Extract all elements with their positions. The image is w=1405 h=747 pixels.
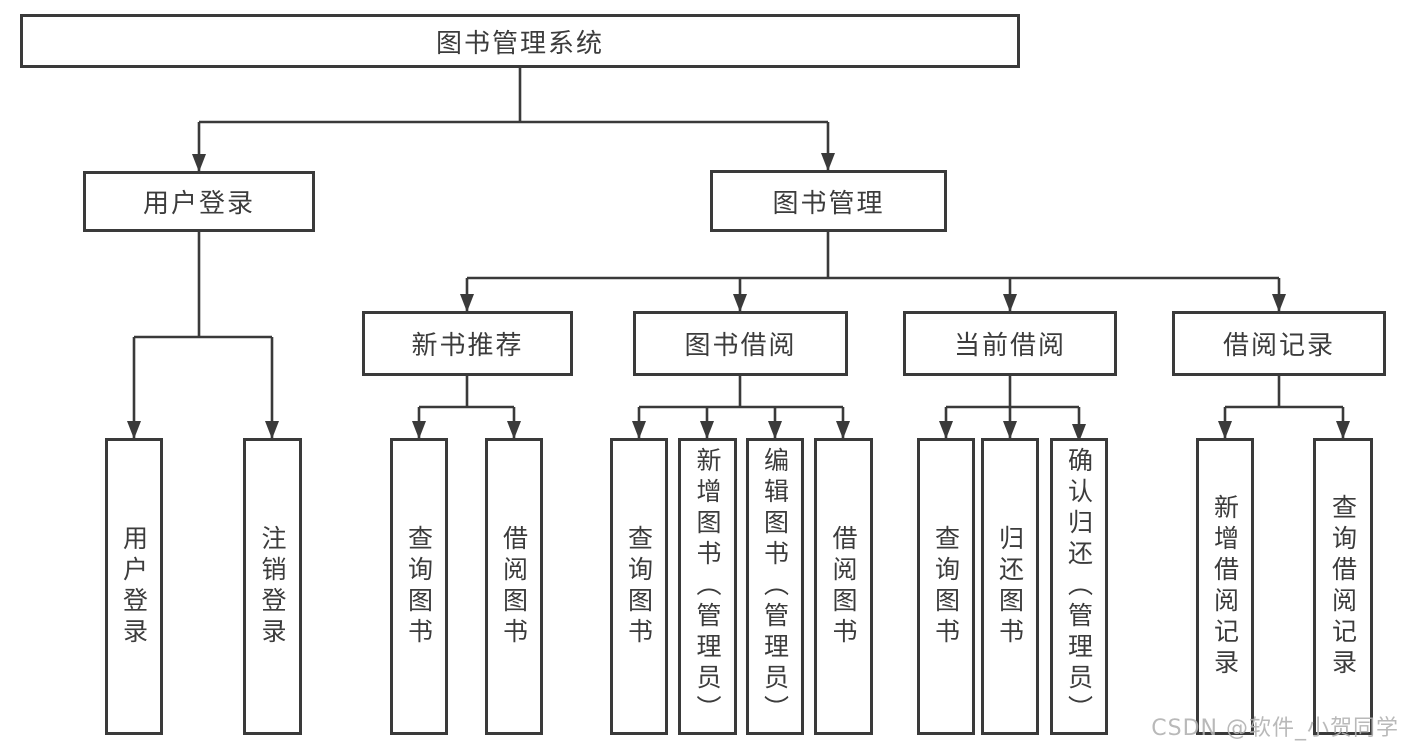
node-current-borrowing: 当前借阅 [903, 311, 1117, 376]
leaf-query-books-borrowing: 查询图书 [610, 438, 668, 735]
csdn-watermark: CSDN @软件_小贺同学 [1151, 716, 1399, 741]
node-book-management-branch: 图书管理 [710, 170, 947, 232]
leaf-query-borrow-record: 查询借阅记录 [1313, 438, 1373, 735]
leaf-query-books-current: 查询图书 [917, 438, 975, 735]
leaf-add-books-admin: 新增图书（管理员） [678, 438, 737, 735]
leaf-confirm-return-admin: 确认归还（管理员） [1050, 438, 1108, 735]
node-borrowing-records: 借阅记录 [1172, 311, 1386, 376]
leaf-borrow-books-recommend: 借阅图书 [485, 438, 543, 735]
leaf-query-books-recommend: 查询图书 [390, 438, 448, 735]
leaf-add-borrow-record: 新增借阅记录 [1196, 438, 1254, 735]
leaf-user-login: 用户登录 [105, 438, 163, 735]
leaf-logout: 注销登录 [243, 438, 302, 735]
node-new-book-recommend: 新书推荐 [362, 311, 573, 376]
node-book-borrowing: 图书借阅 [633, 311, 848, 376]
leaf-return-books: 归还图书 [981, 438, 1039, 735]
leaf-borrow-books: 借阅图书 [814, 438, 873, 735]
node-library-system: 图书管理系统 [20, 14, 1020, 68]
leaf-edit-books-admin: 编辑图书（管理员） [746, 438, 804, 735]
node-user-login-branch: 用户登录 [83, 171, 315, 232]
